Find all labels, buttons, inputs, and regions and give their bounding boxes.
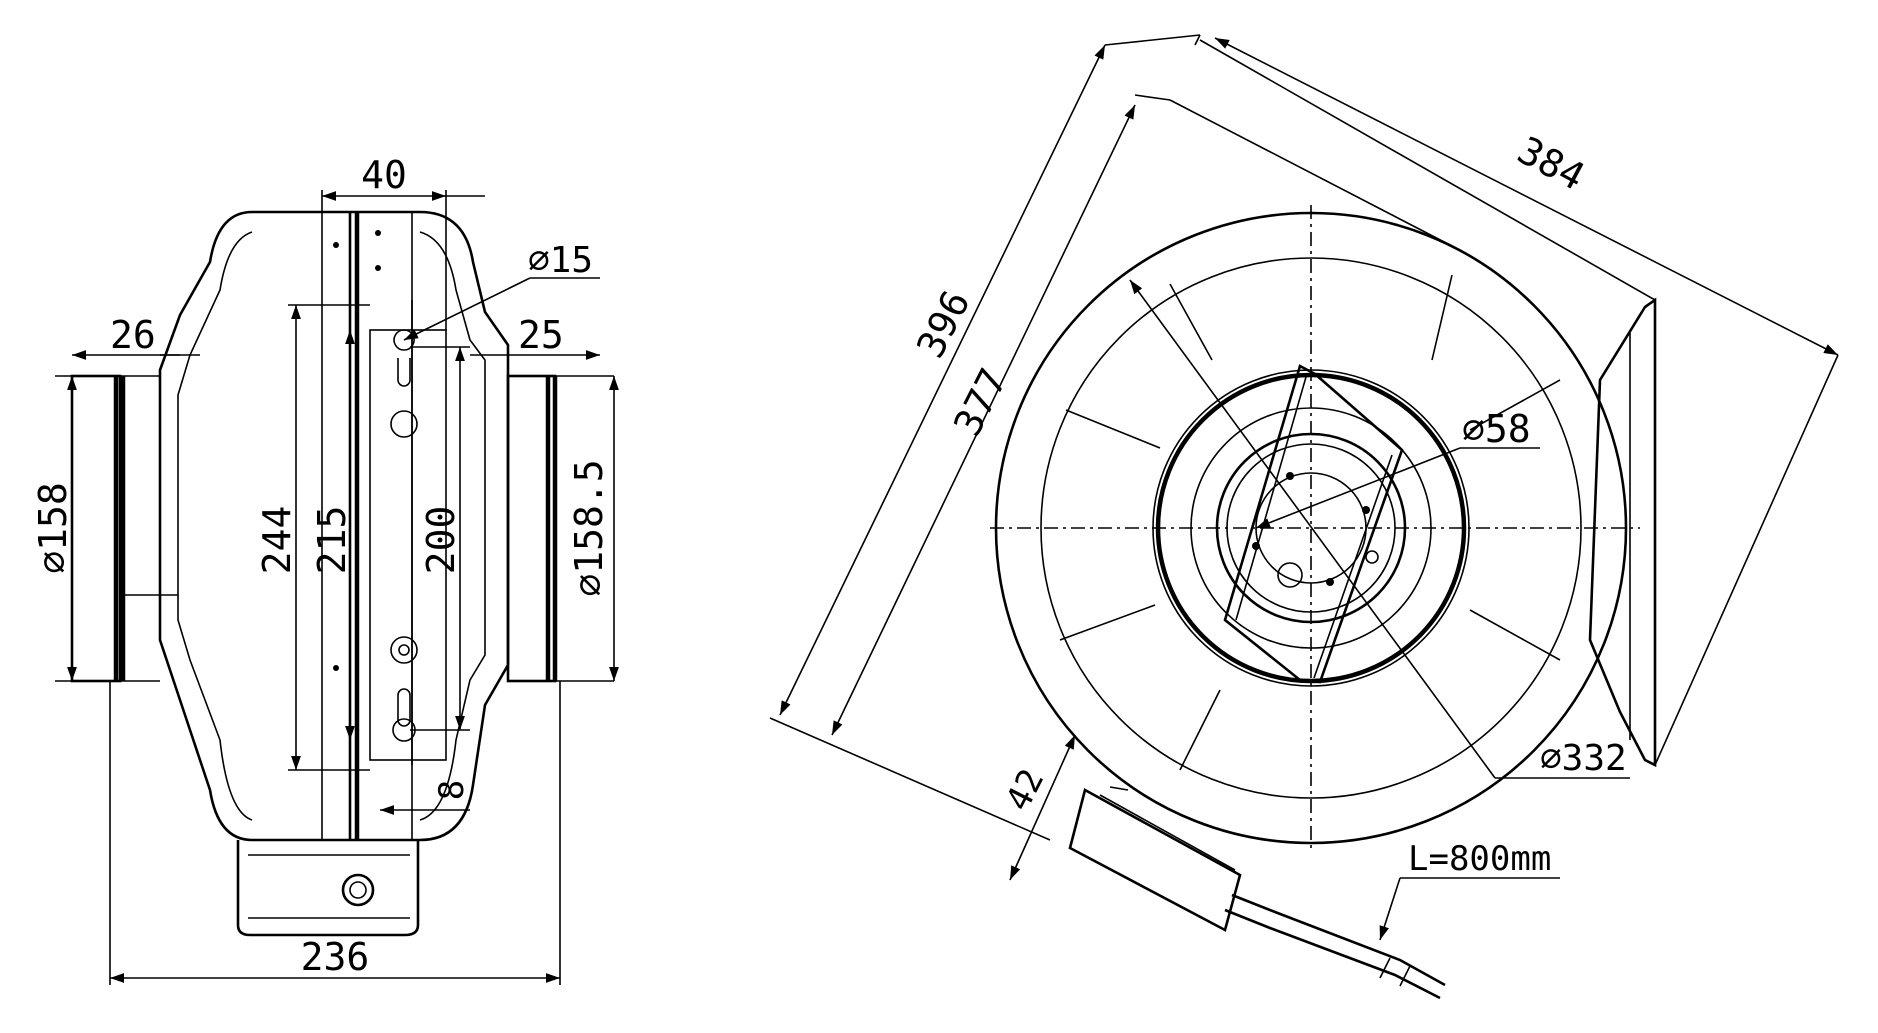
dim-cable-length: L=800mm: [1408, 839, 1551, 879]
mount-hole: [390, 410, 418, 438]
dim-26: 26: [110, 313, 156, 357]
side-view: 40 ⌀15 26 25 ⌀158 ⌀158.5 244 215 200: [31, 153, 619, 985]
dim-42: 42: [998, 763, 1052, 818]
dim-8: 8: [432, 780, 472, 800]
dim-hole-dia: ⌀15: [528, 240, 593, 281]
dim-236: 236: [301, 935, 370, 979]
keyhole-slot-top: [393, 329, 415, 387]
dim-wheel-dia: ⌀332: [1540, 738, 1627, 779]
inlet-collar: [70, 374, 122, 683]
dim-215: 215: [310, 506, 354, 575]
fan-body-outline: [158, 210, 510, 842]
dim-40: 40: [361, 153, 407, 197]
dim-384: 384: [1510, 128, 1591, 199]
dim-inlet-dia: ⌀158: [31, 482, 75, 574]
cable: [1231, 893, 1446, 987]
junction-box: [1068, 788, 1242, 932]
dim-200: 200: [419, 506, 463, 575]
motor-bracket: [1223, 364, 1404, 684]
dim-25: 25: [518, 313, 564, 357]
front-view: 384 396 377 ⌀58 ⌀332 42 L=800mm: [769, 34, 1839, 1000]
terminal-box: [236, 840, 420, 937]
dim-396: 396: [908, 284, 978, 365]
dim-hub-dia: ⌀58: [1462, 407, 1531, 451]
dim-outlet-dia: ⌀158.5: [567, 459, 611, 596]
housing-outline: [1588, 297, 1657, 768]
cable-gland-icon: [341, 873, 375, 907]
dim-244: 244: [255, 506, 299, 575]
